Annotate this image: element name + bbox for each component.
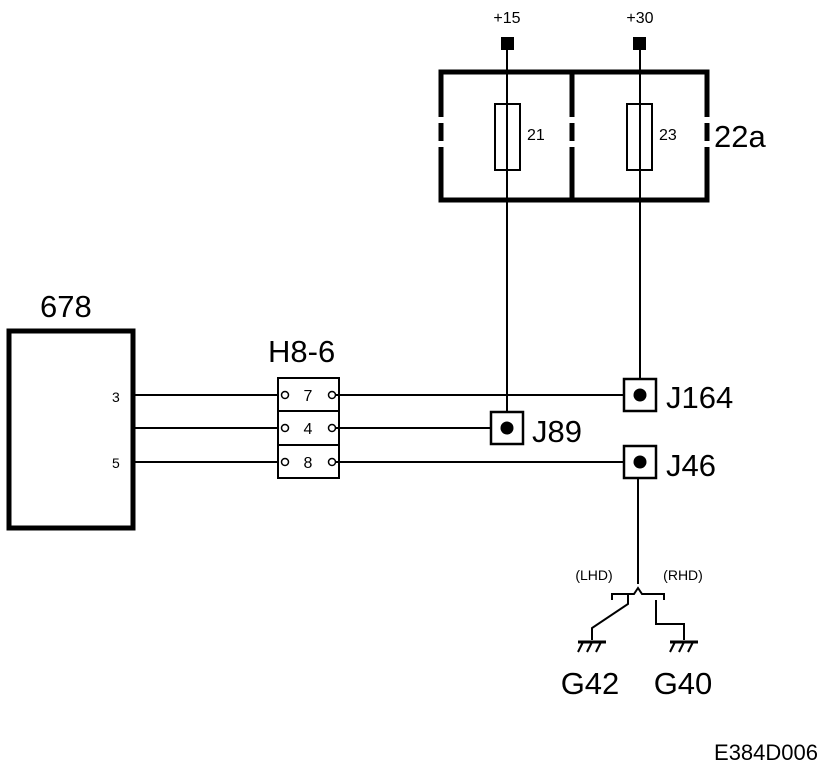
supply-terminal-right: +30 <box>626 10 654 50</box>
fuse-box-label: 22a <box>714 119 766 154</box>
supply-left-label: +15 <box>493 10 520 27</box>
junction-j46: J46 <box>622 444 716 483</box>
connector-h8-6: H8-6 7 4 8 <box>268 334 340 479</box>
module-678: 678 3 5 <box>6 289 136 531</box>
supply-right-label: +30 <box>626 10 653 27</box>
connector-label: H8-6 <box>268 334 335 369</box>
junction-j89-label: J89 <box>532 414 582 449</box>
fuse-23-label: 23 <box>659 127 677 144</box>
fuse-21: 21 <box>494 103 545 171</box>
connector-pin-7: 7 <box>304 388 313 405</box>
lhd-label: (LHD) <box>575 567 612 583</box>
supply-terminal-left: +15 <box>493 10 521 50</box>
ground-g40: G40 <box>654 640 713 701</box>
connector-pin-4: 4 <box>304 421 313 438</box>
module-label: 678 <box>40 289 92 324</box>
fuse-21-label: 21 <box>527 127 545 144</box>
fuse-box: 22a <box>437 69 766 203</box>
diagram-code: E384D006 <box>714 740 818 765</box>
connector-pin-8: 8 <box>304 455 313 472</box>
module-pin-5: 5 <box>112 455 120 471</box>
ground-g42: G42 <box>561 640 620 701</box>
junction-j89: J89 <box>489 410 582 449</box>
junction-j164: J164 <box>622 377 733 415</box>
ground-g42-label: G42 <box>561 666 620 701</box>
junction-j46-label: J46 <box>666 448 716 483</box>
junction-j164-label: J164 <box>666 380 733 415</box>
ground-g40-label: G40 <box>654 666 713 701</box>
fuse-23: 23 <box>626 103 677 171</box>
module-pin-3: 3 <box>112 389 120 405</box>
ground-branch: (LHD) (RHD) <box>575 478 703 640</box>
rhd-label: (RHD) <box>663 567 703 583</box>
